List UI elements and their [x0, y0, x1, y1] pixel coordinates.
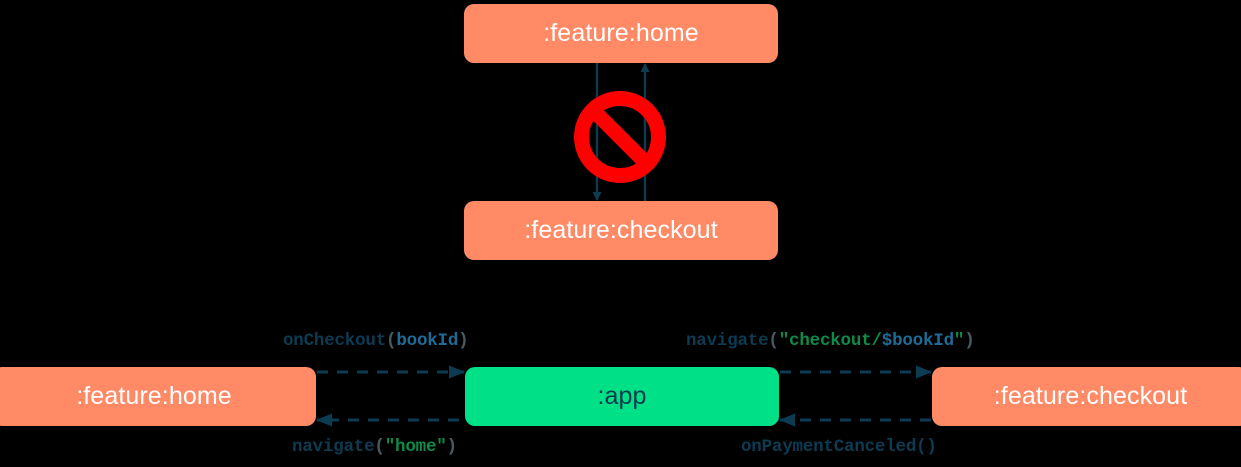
code-token-var: bookId — [396, 331, 459, 351]
code-token-str: "home" — [384, 437, 447, 457]
edge-label-on-checkout: onCheckout(bookId) — [283, 331, 469, 351]
node-label: :feature:checkout — [524, 216, 718, 244]
node-feature-home-top[interactable]: :feature:home — [464, 4, 778, 63]
node-feature-checkout-bottom[interactable]: :feature:checkout — [932, 367, 1241, 426]
code-token-punct: ) — [458, 331, 469, 351]
node-label: :feature:home — [76, 382, 232, 410]
no-entry-icon — [574, 91, 666, 183]
code-token-str: "checkout/ — [778, 331, 882, 351]
node-label: :app — [597, 382, 647, 410]
code-token-fn: onPaymentCanceled() — [741, 437, 937, 457]
code-token-fn: navigate — [292, 437, 375, 457]
code-token-punct: ) — [446, 437, 458, 457]
code-token-str: " — [953, 331, 965, 351]
code-token-punct: ( — [768, 331, 779, 351]
edge-label-navigate-home: navigate("home") — [292, 437, 458, 457]
node-feature-home-bottom[interactable]: :feature:home — [0, 367, 316, 426]
node-label: :feature:home — [543, 19, 699, 47]
node-feature-checkout-top[interactable]: :feature:checkout — [464, 201, 778, 260]
edge-label-on-payment-canceled: onPaymentCanceled() — [741, 437, 937, 457]
code-token-punct: ) — [964, 331, 975, 351]
code-token-fn: navigate — [686, 331, 769, 351]
code-token-var: $bookId — [881, 331, 954, 351]
code-token-fn: onCheckout — [283, 331, 387, 351]
code-token-punct: ( — [386, 331, 397, 351]
node-app[interactable]: :app — [465, 367, 779, 426]
edge-label-navigate-checkout: navigate("checkout/$bookId") — [686, 331, 975, 351]
code-token-punct: ( — [374, 437, 385, 457]
node-label: :feature:checkout — [993, 382, 1188, 410]
